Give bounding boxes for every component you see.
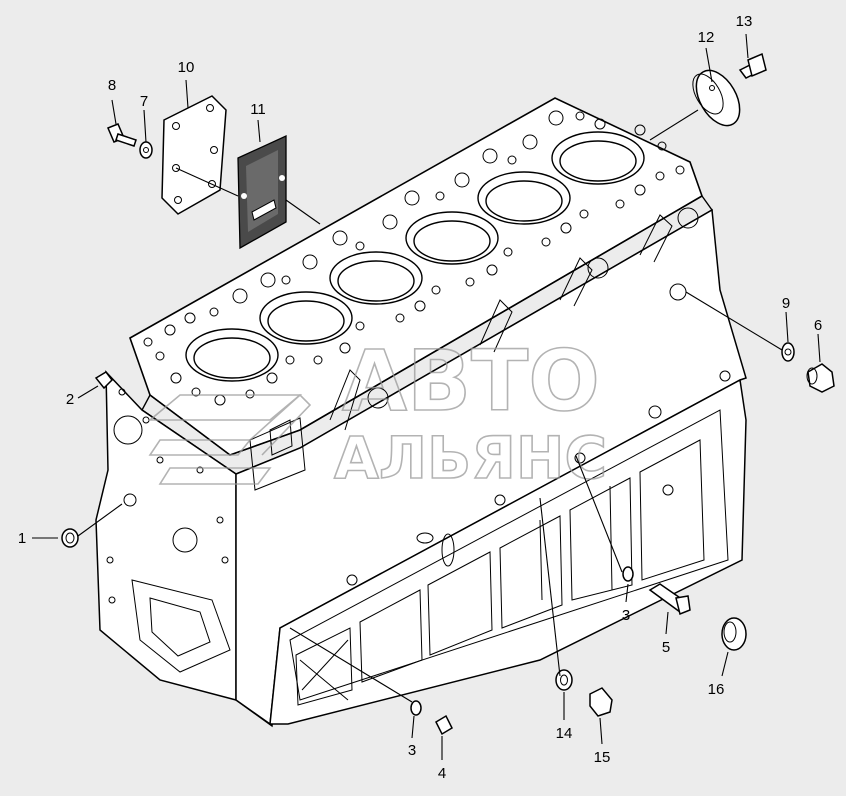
part-7-washer [139, 141, 153, 159]
block-side-face [235, 208, 747, 726]
callout-1: 1 [18, 530, 26, 547]
part-3-washer-bottom [410, 700, 422, 716]
part-4-bolt [435, 714, 453, 736]
block-front-end [95, 370, 237, 701]
callout-labels: 1 2 3 3 4 5 6 7 8 9 10 11 12 13 14 15 16 [18, 13, 822, 782]
part-14-washer [555, 669, 573, 691]
callout-15: 15 [594, 749, 611, 766]
callout-7: 7 [140, 93, 148, 110]
part-10-cover-plate [161, 95, 227, 215]
watermark-line2: АЛЬЯНС [334, 424, 607, 492]
callout-13: 13 [736, 13, 753, 30]
part-11-gasket [237, 134, 287, 250]
part-1-plug [61, 528, 79, 548]
part-3-washer-right [622, 566, 634, 582]
part-12-cover [692, 69, 741, 127]
part-16-cover [721, 617, 747, 651]
callout-16: 16 [708, 681, 725, 698]
callout-2: 2 [66, 391, 74, 408]
part-15-plug [589, 687, 613, 717]
leader-lines [32, 33, 821, 760]
callout-10: 10 [178, 59, 195, 76]
callout-9: 9 [782, 295, 790, 312]
part-2-plug [94, 371, 113, 390]
watermark-line1: АВТО [342, 332, 600, 430]
callout-6: 6 [814, 317, 822, 334]
callout-3-bottom: 3 [408, 742, 416, 759]
callout-11: 11 [250, 101, 266, 118]
part-9-washer [781, 342, 795, 362]
block-skirt [269, 378, 747, 725]
callout-12: 12 [698, 29, 715, 46]
part-13-bolt [738, 52, 767, 79]
part-5-sensor [648, 583, 691, 616]
callout-14: 14 [556, 725, 573, 742]
part-6-plug [806, 363, 835, 393]
callout-8: 8 [108, 77, 116, 94]
watermark: АВТО АЛЬЯНС [147, 331, 608, 493]
cylinder-bores [185, 131, 645, 382]
callout-5: 5 [662, 639, 670, 656]
callout-4: 4 [438, 765, 446, 782]
watermark-logo-icon [147, 393, 312, 485]
deck-holes [143, 110, 685, 406]
part-8-bolt [107, 123, 137, 147]
cylinder-block [95, 97, 747, 728]
callout-3-right: 3 [622, 607, 630, 624]
